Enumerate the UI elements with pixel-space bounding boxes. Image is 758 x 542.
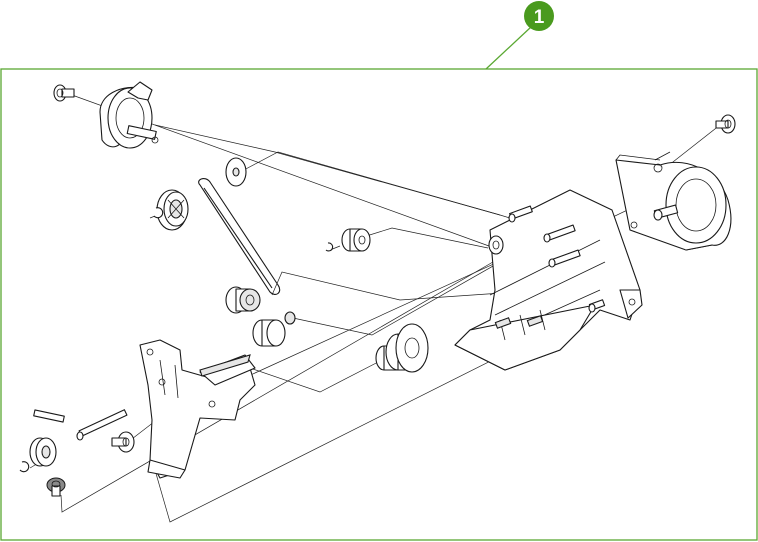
left-bracket: [140, 340, 255, 478]
screw-left-top: [54, 85, 74, 101]
drive-belt: [199, 179, 280, 295]
main-bracket: [455, 190, 642, 370]
e-ring: [154, 208, 163, 218]
compound-gear: [376, 324, 428, 372]
screw-right-top: [716, 115, 735, 133]
motor-left: [100, 82, 158, 148]
gear-center: [253, 312, 295, 346]
callout-number: 1: [534, 7, 545, 28]
callout-leader: [486, 27, 531, 69]
pinion: [326, 229, 370, 251]
screw-bottom: [47, 478, 65, 496]
bushing: [226, 158, 246, 186]
roller: [20, 438, 56, 472]
motor-right: [616, 152, 731, 250]
gear-small: [226, 287, 260, 313]
callout-bubble: 1: [524, 1, 554, 31]
